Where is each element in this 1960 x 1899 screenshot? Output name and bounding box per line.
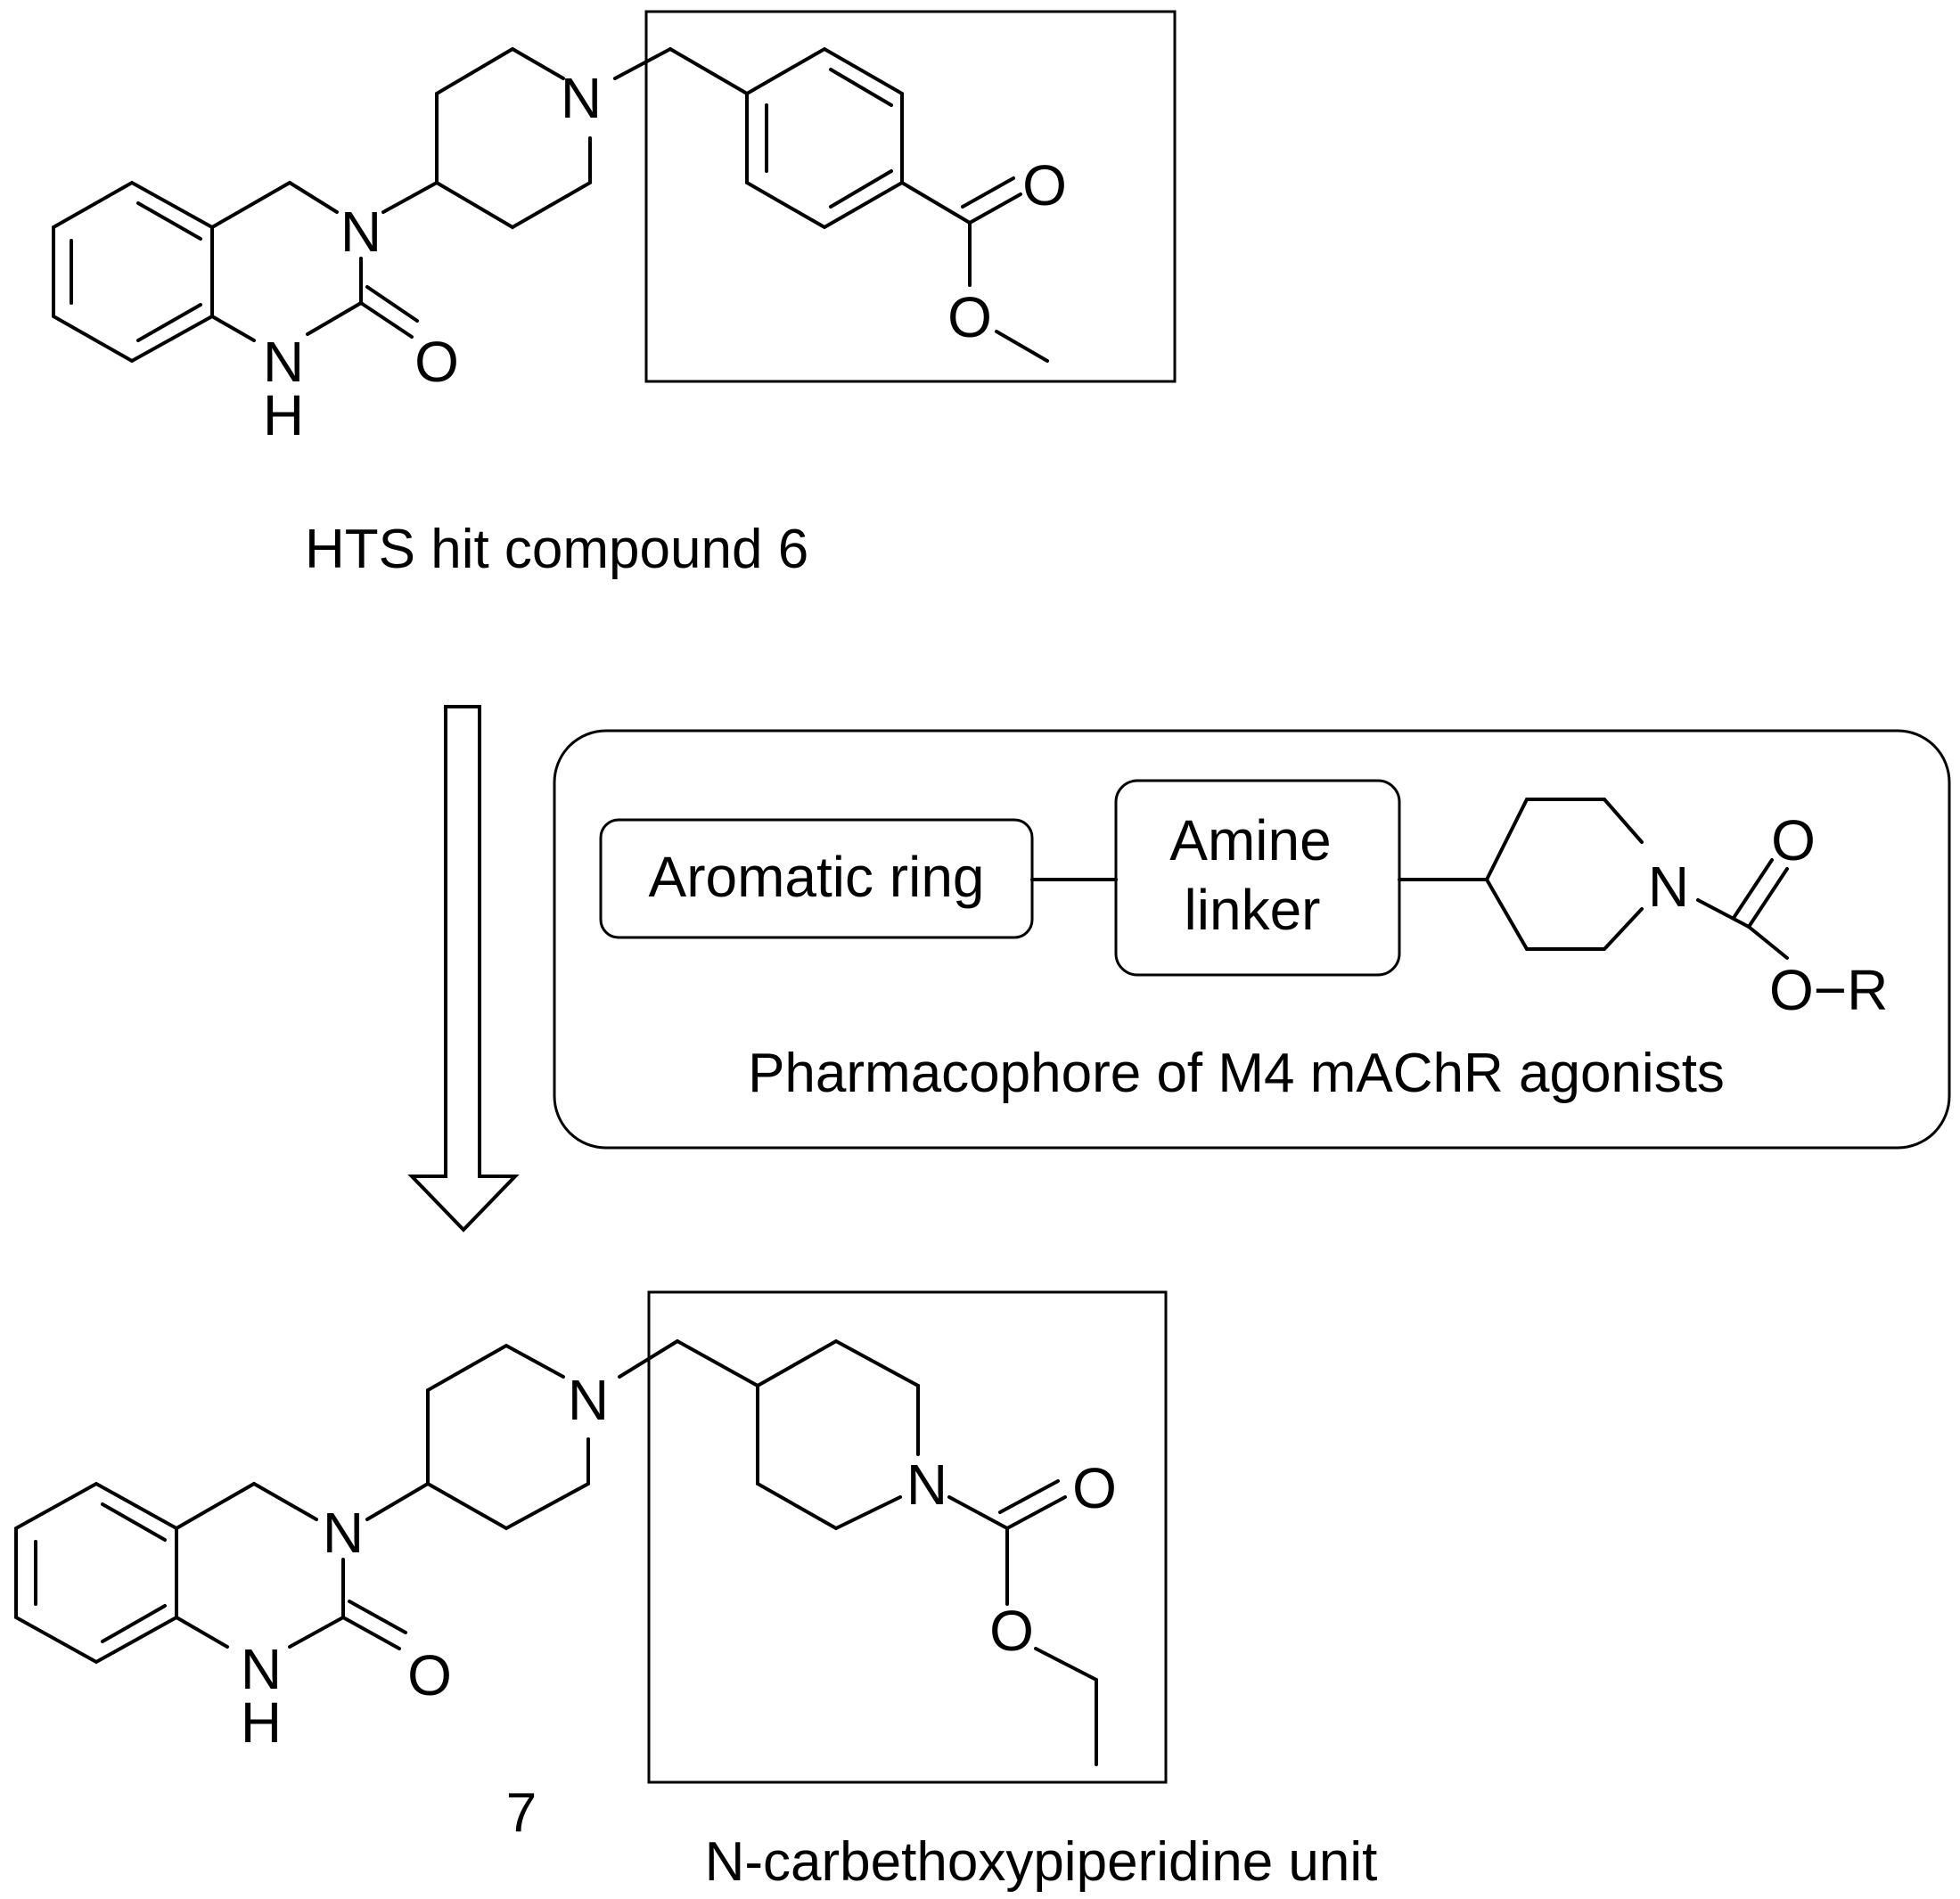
transformation-arrow: [407, 705, 520, 1232]
compound-6-atom-o-carbonyl: O: [414, 330, 459, 394]
pharmacophore-caption: Pharmacophore of M4 mAChR agonists: [748, 1043, 1725, 1104]
compound-7-number: 7: [506, 1782, 537, 1844]
compound-7-atom-n-ring: N: [323, 1501, 364, 1565]
pharmacophore-panel: Aromatic ring Amine linker N O O−R Pharm…: [553, 729, 1951, 1150]
pharmacophore-atom-o-carbonyl: O: [1771, 808, 1816, 872]
amine-linker-label-line1: Amine: [1169, 808, 1331, 872]
compound-7-structure: N N N H O N O O: [14, 1338, 1117, 1766]
compound-7-lactam-ring: [175, 1482, 407, 1650]
compound-7-carbethoxypiperidine: [618, 1338, 1098, 1766]
pharmacophore-atom-n: N: [1648, 855, 1689, 919]
compound-6-benzyl-ester: [613, 46, 1049, 363]
pharmacophore-atom-o-r: O−R: [1769, 958, 1888, 1022]
compound-7-unit-caption: N-carbethoxypiperidine unit: [705, 1831, 1378, 1893]
compound-6-structure: N N N H O O O: [52, 46, 1067, 447]
compound-6-atom-nh-n: N: [263, 330, 304, 394]
compound-7-piperidine-ring: [365, 1343, 590, 1531]
compound-6-atom-n-piperidine: N: [561, 66, 602, 130]
amine-linker-label-line2: linker: [1185, 878, 1321, 942]
compound-7-benzene-ring: [14, 1481, 178, 1665]
compound-7-atom-nh-n: N: [241, 1637, 282, 1701]
compound-7-atom-n-piperidine: N: [568, 1368, 609, 1432]
compound-6-highlight-box: [644, 10, 1177, 383]
compound-6-lactam-ring: [210, 181, 419, 342]
compound-7-atom-o-carbonyl: O: [407, 1643, 452, 1707]
compound-7-atom-n-carbamate: N: [906, 1453, 947, 1517]
pharmacophore-piperidine-carbamate: [1484, 798, 1789, 960]
compound-6-atom-o-ester-carbonyl: O: [1022, 153, 1067, 217]
compound-7-atom-o-carbamate-carbonyl: O: [1072, 1456, 1117, 1520]
compound-6-atom-nh-h: H: [263, 383, 304, 447]
compound-6-piperidine-ring: [381, 46, 592, 230]
compound-6-caption: HTS hit compound 6: [305, 519, 808, 580]
compound-6-benzene-ring: [52, 180, 214, 364]
compound-6-atom-n-ring: N: [340, 200, 381, 264]
pharmacophore-frame: [553, 729, 1951, 1150]
compound-7-atom-nh-h: H: [241, 1690, 282, 1755]
aromatic-ring-label: Aromatic ring: [649, 845, 985, 909]
compound-6-atom-o-ester: O: [947, 285, 992, 349]
compound-7-highlight-box: [647, 1290, 1168, 1784]
compound-7-atom-o-ester: O: [989, 1599, 1034, 1663]
